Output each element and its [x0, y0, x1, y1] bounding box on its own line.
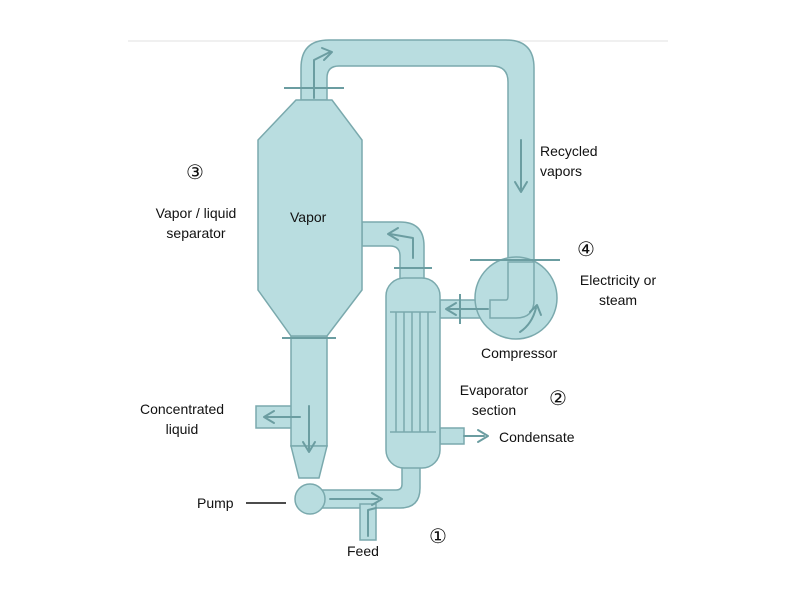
vapor-label: Vapor — [290, 209, 327, 225]
separator-marker: ③ — [186, 160, 204, 184]
recycled-vapors-line-1: Recycled — [540, 143, 598, 159]
separator-line-1: Vapor / liquid — [155, 205, 237, 221]
evaporator-label: Evaporator section — [448, 380, 540, 420]
flow-arrow — [529, 304, 542, 316]
flow-arrow — [371, 492, 383, 506]
flow-arrow — [477, 429, 489, 443]
compressor-label: Compressor — [481, 345, 558, 361]
feed-marker: ① — [429, 524, 447, 548]
flow-arrow — [321, 47, 333, 61]
evaporator-marker: ② — [549, 386, 567, 410]
separator-label: Vapor / liquid separator — [140, 203, 252, 243]
evaporator-shell — [385, 277, 441, 469]
separator-line-2: separator — [166, 225, 226, 241]
feed-label: Feed — [347, 543, 379, 559]
concentrated-line-1: Concentrated — [139, 401, 225, 417]
condensate-label: Condensate — [499, 429, 575, 445]
compressor-marker: ④ — [577, 237, 595, 261]
separator-vessel — [257, 99, 363, 337]
electricity-line-2: steam — [598, 292, 638, 308]
electricity-label: Electricity or steam — [566, 270, 670, 310]
flow-arrow — [387, 227, 399, 241]
pump-label: Pump — [197, 495, 234, 511]
recycled-vapors-line-2: vapors — [540, 163, 583, 179]
compressor-inner-pipe — [489, 261, 535, 319]
concentrated-line-2: liquid — [165, 421, 199, 437]
flow-arrow — [367, 507, 377, 537]
flow-arrow — [263, 410, 275, 424]
flow-arrow — [302, 441, 316, 453]
evaporator-line-2: section — [471, 402, 517, 418]
electricity-line-1: Electricity or — [579, 272, 657, 288]
flow-arrow — [514, 181, 528, 193]
flow-arrow — [389, 233, 414, 259]
pump — [294, 483, 326, 515]
flow-arrow — [445, 302, 457, 316]
flow-arrow — [519, 307, 537, 333]
concentrated-liquid-label: Concentrated liquid — [126, 399, 238, 439]
recycled-vapors-label: Recycled vapors — [540, 141, 598, 181]
pump-funnel — [290, 445, 328, 479]
evaporator-line-1: Evaporator — [459, 382, 529, 398]
condensate-outlet — [439, 427, 465, 445]
flow-arrow — [313, 51, 331, 99]
